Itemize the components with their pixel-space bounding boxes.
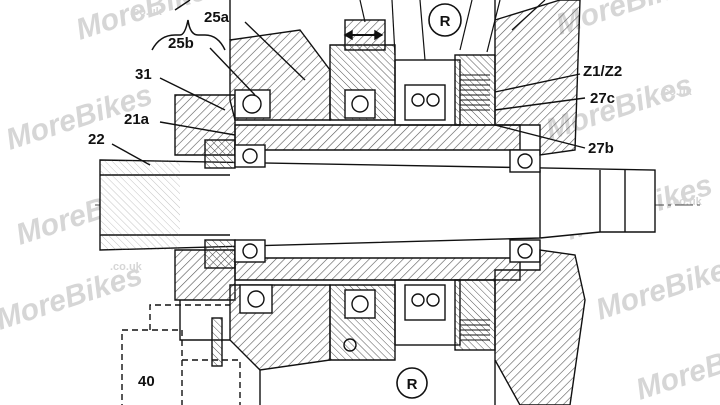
label-25b: 25b [168, 35, 194, 52]
bearing-ball [517, 153, 533, 169]
bearing-shaft-left [234, 144, 266, 168]
leader-line [174, 0, 191, 11]
bearing-ball [351, 95, 369, 113]
label-22: 22 [88, 131, 105, 148]
leader-25a [244, 21, 306, 81]
label-r-top: R [440, 13, 451, 30]
bearing-ball [411, 293, 425, 307]
label-21a: 21a [124, 111, 150, 128]
sensor-element [211, 317, 223, 367]
leader-22 [111, 143, 151, 166]
bearing-ball [517, 243, 533, 259]
control-line [182, 359, 241, 405]
bearing-upper-mid [344, 89, 376, 119]
watermark-domain: .co.uk [130, 6, 163, 18]
left-flange-upper [204, 139, 236, 169]
leader-line [391, 0, 396, 56]
bearing-ball [242, 148, 258, 164]
leader-21a [159, 121, 236, 136]
mechanism-drawing [95, 0, 700, 405]
bearing-ball [343, 338, 357, 352]
label-r-bottom: R [407, 376, 418, 393]
watermark: MoreBikes [632, 328, 720, 405]
leader-line [511, 0, 546, 31]
leader-31 [159, 77, 226, 111]
arrow-head [343, 29, 353, 41]
gear-teeth-upper [460, 74, 490, 111]
leader-27c [494, 97, 586, 111]
gear-teeth-lower [460, 319, 490, 341]
bearing-lower-mid [344, 289, 376, 319]
bearing-ball [426, 93, 440, 107]
leader-z1z2 [494, 73, 581, 93]
right-housing-lower [494, 249, 586, 405]
bearing-ball [426, 293, 440, 307]
label-z1-z2: Z1/Z2 [583, 63, 622, 80]
leader-line [419, 0, 426, 61]
bearing-shaft-right [509, 149, 541, 173]
label-31: 31 [135, 66, 152, 83]
leader-line [486, 0, 501, 53]
bearing-ball [351, 295, 369, 313]
leader-25b [209, 47, 256, 96]
shaft-end-hatch [100, 160, 180, 250]
hollow-shaft-upper [234, 124, 521, 151]
hollow-shaft-lower [234, 257, 521, 281]
bearing-upper-left [234, 89, 271, 119]
bearing-ball [247, 290, 265, 308]
label-27b: 27b [588, 140, 614, 157]
leader-27b [494, 124, 586, 149]
region-marker-top [428, 3, 462, 37]
region-marker-bottom [396, 367, 428, 399]
bearing-ball [411, 93, 425, 107]
bearing-lower-left [239, 284, 273, 314]
right-housing-upper [494, 0, 581, 156]
bearing-shaft-left-lower [234, 239, 266, 263]
arrow-head [374, 29, 384, 41]
label-brace [151, 19, 226, 51]
watermark-domain: .co.uk [670, 196, 703, 208]
watermark-domain: .co.uk [660, 86, 693, 98]
watermark-domain: .co.uk [110, 261, 143, 273]
label-27c: 27c [590, 90, 615, 107]
control-unit-box [121, 329, 183, 405]
control-line [149, 304, 230, 330]
label-25a: 25a [204, 9, 230, 26]
bearing-ball [242, 243, 258, 259]
left-flange-lower [204, 239, 236, 269]
leader-line [459, 0, 473, 51]
label-40: 40 [138, 373, 155, 390]
leader-line [359, 0, 366, 23]
watermark: MoreBikes [592, 248, 720, 326]
bearing-ball [242, 94, 262, 114]
